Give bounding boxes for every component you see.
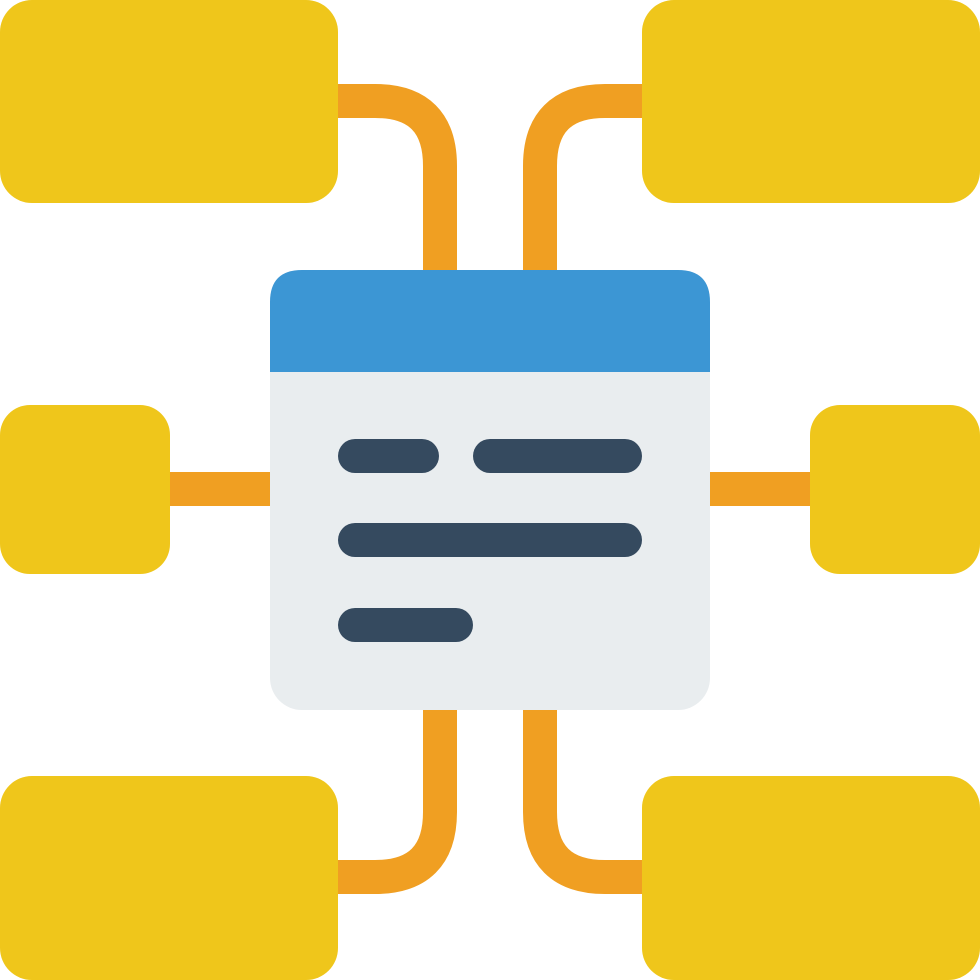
node-top-left [0,0,338,203]
node-top-right [642,0,980,203]
connector-top-right [523,84,644,272]
connector-bottom-left [336,708,457,894]
node-middle-left [0,405,170,574]
connector-bottom-right [523,708,644,894]
document-window-icon [270,270,710,710]
connector-top-left [336,84,457,272]
node-bottom-left [0,776,338,980]
window-body [270,270,710,710]
window-header [270,270,710,372]
connectors [168,84,812,894]
node-bottom-right [642,776,980,980]
text-lines [338,439,642,642]
node-middle-right [810,405,980,574]
